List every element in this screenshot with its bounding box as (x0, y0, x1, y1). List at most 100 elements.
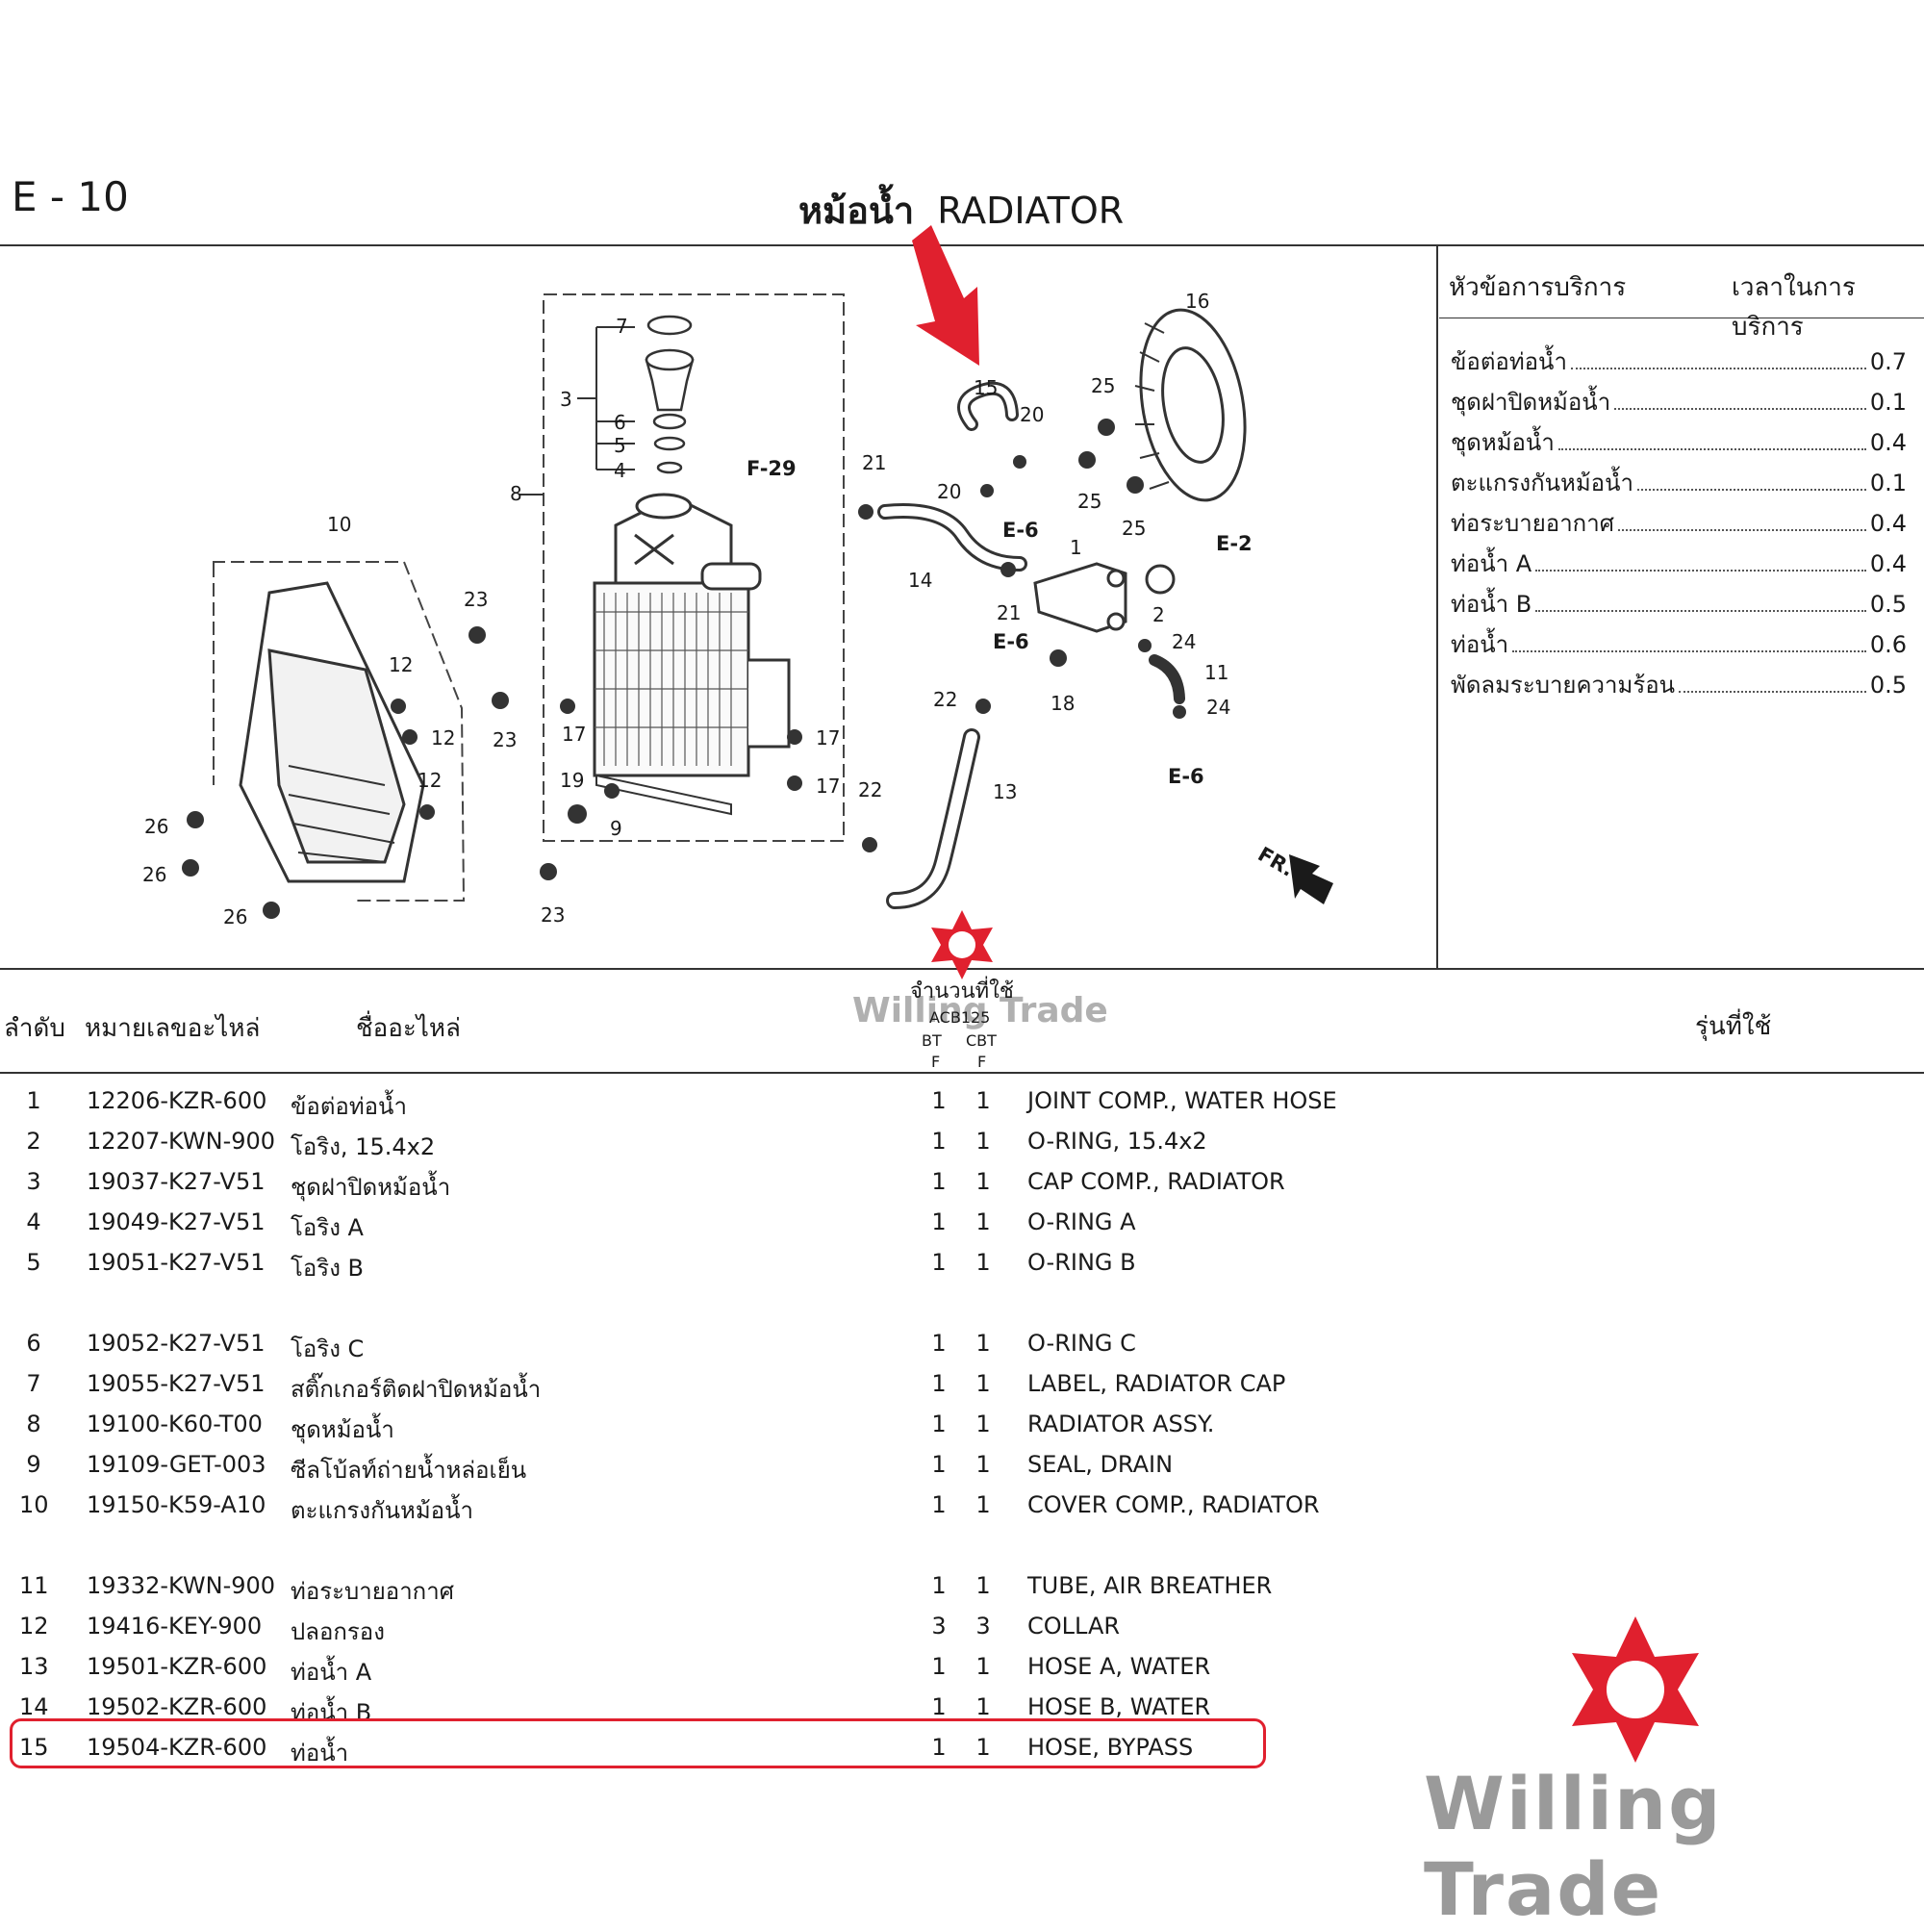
svg-text:22: 22 (933, 688, 957, 711)
svg-text:20: 20 (1020, 403, 1044, 426)
svg-text:19: 19 (560, 769, 584, 792)
svg-text:14: 14 (908, 569, 932, 592)
svg-text:25: 25 (1091, 374, 1115, 397)
front-direction-icon (1289, 854, 1333, 904)
col-header-bt: BT (922, 1031, 942, 1050)
svg-text:2: 2 (1152, 603, 1165, 626)
bolts (182, 419, 1186, 919)
brand-logo-icon (931, 910, 993, 979)
svg-text:E-6: E-6 (1168, 765, 1204, 788)
title-english: RADIATOR (937, 190, 1125, 232)
svg-text:23: 23 (493, 728, 517, 751)
svg-text:12: 12 (389, 653, 413, 676)
svg-text:7: 7 (616, 315, 628, 338)
header-divider (0, 244, 1924, 246)
col-header-qty: จำนวนที่ใช้ (910, 979, 1014, 1004)
page-code: E - 10 (12, 173, 129, 220)
svg-text:25: 25 (1077, 490, 1101, 513)
service-head-time: เวลาในการบริการ (1732, 273, 1856, 342)
service-head-item: หัวข้อการบริการ (1449, 273, 1627, 302)
svg-text:18: 18 (1051, 692, 1075, 715)
col-header-name: ชื่ออะไหล่ (356, 1014, 461, 1043)
title-thai: หม้อน้ำ (798, 190, 915, 232)
air-breather-tube-11 (1149, 654, 1185, 704)
radiator-body (593, 493, 791, 816)
panel-divider (1436, 244, 1438, 970)
col-header-bt-f: F (931, 1053, 941, 1071)
svg-text:26: 26 (142, 863, 166, 886)
svg-text:11: 11 (1204, 661, 1228, 684)
svg-text:26: 26 (144, 815, 168, 838)
col-header-cbt: CBT (966, 1031, 997, 1050)
svg-text:10: 10 (327, 513, 351, 536)
svg-text:17: 17 (816, 775, 840, 798)
brand-logo-large-icon (1572, 1616, 1699, 1763)
svg-text:15: 15 (974, 376, 998, 399)
svg-text:4: 4 (614, 459, 626, 482)
svg-text:E-6: E-6 (993, 630, 1029, 653)
svg-text:16: 16 (1185, 290, 1209, 313)
svg-text:23: 23 (464, 588, 488, 611)
svg-text:13: 13 (993, 780, 1017, 803)
svg-text:3: 3 (560, 388, 572, 411)
svg-text:26: 26 (223, 905, 247, 928)
svg-text:F-29: F-29 (747, 457, 797, 480)
svg-text:6: 6 (614, 411, 626, 434)
svg-text:25: 25 (1122, 517, 1146, 540)
svg-text:21: 21 (862, 451, 886, 474)
svg-text:22: 22 (858, 778, 882, 801)
svg-text:E-2: E-2 (1216, 532, 1253, 555)
svg-text:23: 23 (541, 903, 565, 927)
row-highlight-box (10, 1718, 1266, 1768)
svg-text:1: 1 (1070, 536, 1082, 559)
svg-text:24: 24 (1172, 630, 1196, 653)
svg-text:17: 17 (562, 723, 586, 746)
cooling-fan-16 (1134, 308, 1247, 502)
col-header-cbt-f: F (977, 1053, 987, 1071)
svg-text:8: 8 (510, 482, 522, 505)
svg-text:12: 12 (431, 726, 455, 750)
table-head-divider (0, 1072, 1924, 1074)
svg-text:24: 24 (1206, 696, 1230, 719)
svg-text:20: 20 (937, 480, 961, 503)
svg-text:9: 9 (610, 817, 622, 840)
radiator-cap-stack (645, 315, 695, 474)
page-title: หม้อน้ำ RADIATOR (798, 181, 1124, 240)
svg-text:17: 17 (816, 726, 840, 750)
col-header-model: ACB125 (929, 1008, 991, 1027)
radiator-cover (239, 581, 425, 883)
svg-text:FR.: FR. (1254, 843, 1299, 881)
col-header-no: ลำดับ (4, 1014, 65, 1043)
svg-text:21: 21 (997, 601, 1021, 624)
svg-text:E-6: E-6 (1002, 519, 1039, 542)
col-header-usage: รุ่นที่ใช้ (1695, 1012, 1772, 1041)
svg-text:5: 5 (614, 434, 626, 457)
svg-text:12: 12 (418, 769, 442, 792)
brand-watermark-small: Willing Trade (852, 991, 1108, 1030)
cover-assy-box (213, 561, 466, 902)
red-arrow-icon (912, 225, 979, 366)
